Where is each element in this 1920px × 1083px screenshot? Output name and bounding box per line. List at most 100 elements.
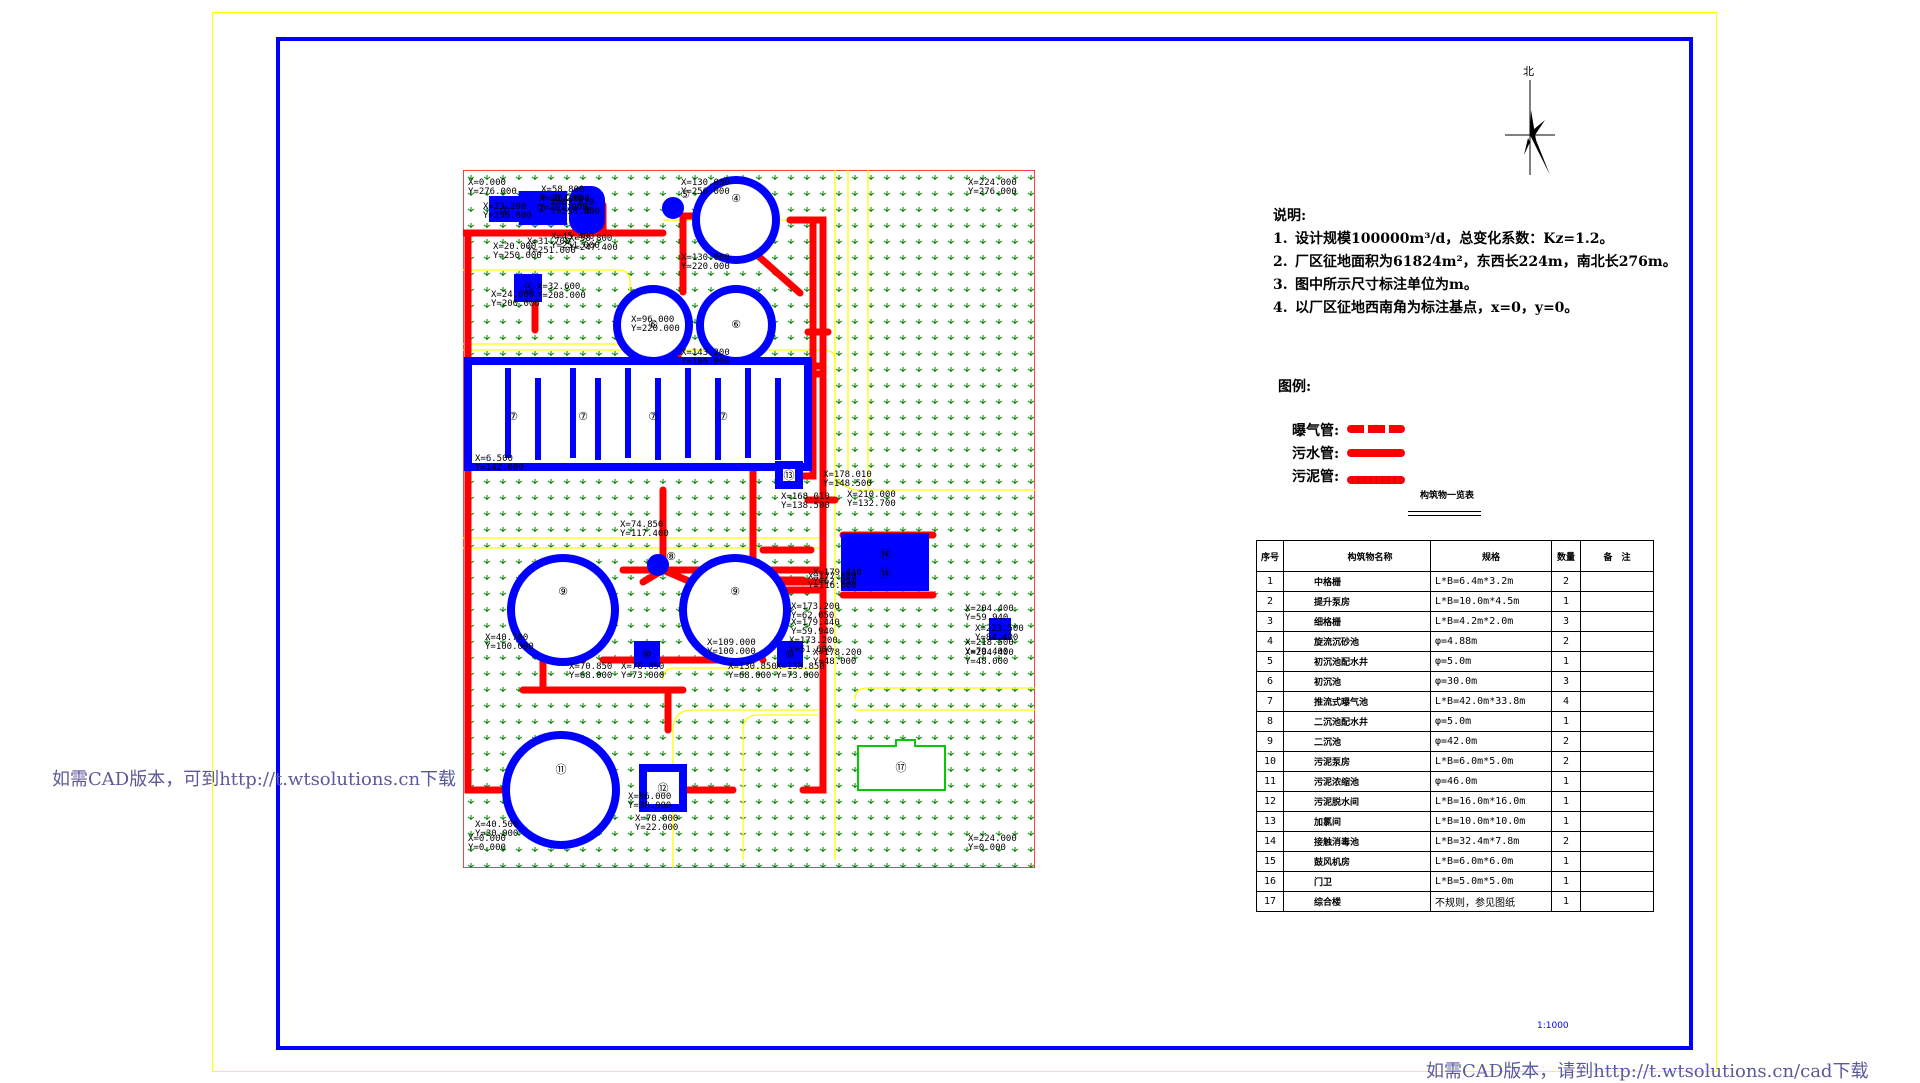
coordinate-x: X=138.850 bbox=[776, 662, 825, 672]
outer-sheet-border bbox=[212, 12, 1717, 1072]
cell-name: 加氯间 bbox=[1283, 811, 1432, 832]
cell-remark bbox=[1580, 611, 1655, 632]
coordinate-x: X=23.200 bbox=[483, 202, 526, 212]
coordinate-y: Y=250.000 bbox=[493, 251, 542, 261]
coordinate-x: X=74.850 bbox=[620, 520, 663, 530]
cell-remark bbox=[1580, 891, 1655, 912]
cell-spec: L*B=10.0m*4.5m bbox=[1430, 591, 1553, 612]
coordinate-y: Y=116.000 bbox=[808, 581, 857, 591]
cell-remark bbox=[1580, 831, 1655, 852]
structure-15 bbox=[514, 274, 542, 302]
coordinate-x: X=204.400 bbox=[965, 604, 1014, 614]
coordinate-x: X=70.000 bbox=[635, 814, 678, 824]
note-item: 2.厂区征地面积为61824m²，东西长224m，南北长276m。 bbox=[1273, 254, 1677, 270]
coordinate-x: X=20.000 bbox=[493, 242, 536, 252]
coordinate-x: X=218.500 bbox=[965, 638, 1014, 648]
structure-label-8: ⑧ bbox=[666, 550, 676, 563]
coordinate-y: Y=100.000 bbox=[707, 647, 756, 657]
cell-qty: 1 bbox=[1551, 851, 1582, 872]
cell-name: 污泥泵房 bbox=[1283, 751, 1432, 772]
structure-label-7: ⑦ bbox=[718, 410, 728, 423]
coordinate-y: Y=51.600 bbox=[789, 645, 832, 655]
coordinate-x: X=109.000 bbox=[707, 638, 756, 648]
cell-qty: 2 bbox=[1551, 631, 1582, 652]
cell-spec: L*B=6.0m*5.0m bbox=[1430, 751, 1553, 772]
coordinate-y: Y=62.050 bbox=[791, 611, 834, 621]
structure-9b bbox=[679, 554, 791, 666]
cell-name: 门卫 bbox=[1283, 871, 1432, 892]
cell-no: 8 bbox=[1255, 711, 1285, 732]
coordinate-y: Y=0.000 bbox=[968, 843, 1006, 853]
cell-remark bbox=[1580, 591, 1655, 612]
structure-label-10: ⑩ bbox=[785, 648, 795, 661]
coordinate-x: X=130.000 bbox=[681, 178, 730, 188]
legend-sludge-pipe bbox=[1347, 476, 1405, 484]
coordinate-y: Y=261.000 bbox=[539, 203, 588, 213]
cell-no: 6 bbox=[1255, 671, 1285, 692]
structure-label-4: ④ bbox=[731, 192, 741, 205]
coordinate-x: X=179.440 bbox=[791, 618, 840, 628]
structure-label-14: ⑭ bbox=[880, 548, 891, 561]
coordinate-y: Y=247.400 bbox=[569, 243, 618, 253]
cell-no: 16 bbox=[1255, 871, 1285, 892]
table-header-row: 序号 构筑物名称 规格 数量 备 注 bbox=[1255, 540, 1655, 572]
coordinate-y: Y=48.000 bbox=[813, 657, 856, 667]
cell-no: 15 bbox=[1255, 851, 1285, 872]
cell-spec: φ=4.88m bbox=[1430, 631, 1553, 652]
coordinate-x: X=24.800 bbox=[491, 290, 534, 300]
cell-qty: 2 bbox=[1551, 731, 1582, 752]
cell-no: 17 bbox=[1255, 891, 1285, 912]
cell-remark bbox=[1580, 851, 1655, 872]
coordinate-y: Y=258.880 bbox=[551, 207, 600, 217]
cell-name: 中格栅 bbox=[1283, 571, 1432, 592]
cell-qty: 2 bbox=[1551, 571, 1582, 592]
structure-label-9: ⑨ bbox=[558, 585, 568, 598]
structure-label-11: ⑪ bbox=[556, 763, 567, 776]
cell-spec: φ=30.0m bbox=[1430, 671, 1553, 692]
cell-qty: 1 bbox=[1551, 711, 1582, 732]
design-notes: 说明: 1.设计规模100000m³/d，总变化系数：Kz=1.2。 2.厂区征… bbox=[1273, 205, 1677, 320]
coordinate-x: X=32.600 bbox=[537, 282, 580, 292]
structure-label-6: ⑥ bbox=[648, 318, 658, 331]
cell-name: 接触消毒池 bbox=[1283, 831, 1432, 852]
notes-title: 说明: bbox=[1273, 208, 1307, 224]
cell-remark bbox=[1580, 651, 1655, 672]
cell-no: 14 bbox=[1255, 831, 1285, 852]
col-header-remark: 备 注 bbox=[1580, 540, 1655, 572]
cell-spec: L*B=16.0m*16.0m bbox=[1430, 791, 1553, 812]
coordinate-y: Y=264.600 bbox=[541, 194, 590, 204]
watermark-bottom: 如需CAD版本，请到http://t.wtsolutions.cn/cad下载 bbox=[1426, 1061, 1869, 1082]
legend-sewage-pipe bbox=[1347, 449, 1405, 457]
coordinate-x: X=173.200 bbox=[789, 636, 838, 646]
cell-name: 污泥浓缩池 bbox=[1283, 771, 1432, 792]
cell-qty: 1 bbox=[1551, 811, 1582, 832]
cell-no: 7 bbox=[1255, 691, 1285, 712]
coordinate-x: X=168.010 bbox=[781, 492, 830, 502]
coordinate-y: Y=100.000 bbox=[485, 642, 534, 652]
cell-spec: φ=42.0m bbox=[1430, 731, 1553, 752]
legend-sludge-label: 污泥管: bbox=[1292, 469, 1340, 485]
structure-10a bbox=[634, 641, 660, 667]
structure-label-17: ⑰ bbox=[896, 761, 907, 774]
coordinate-x: X=178.200 bbox=[813, 648, 862, 658]
cell-no: 11 bbox=[1255, 771, 1285, 792]
structure-17 bbox=[857, 739, 946, 791]
cell-spec: 不规则，参见图纸 bbox=[1430, 891, 1553, 912]
coordinate-x: X=0.000 bbox=[468, 178, 506, 188]
structure-label-9: ⑨ bbox=[730, 585, 740, 598]
coordinate-y: Y=59.940 bbox=[965, 613, 1008, 623]
coordinate-y: Y=0.000 bbox=[468, 843, 506, 853]
structure-label-2: ② bbox=[536, 202, 546, 215]
coordinate-x: X=204.400 bbox=[965, 648, 1014, 658]
structure-13 bbox=[775, 461, 803, 489]
watermark-left: 如需CAD版本，可到http://t.wtsolutions.cn下载 bbox=[52, 769, 457, 790]
structure-16 bbox=[989, 618, 1011, 640]
structure-2 bbox=[519, 191, 567, 225]
coordinate-y: Y=132.700 bbox=[847, 499, 896, 509]
